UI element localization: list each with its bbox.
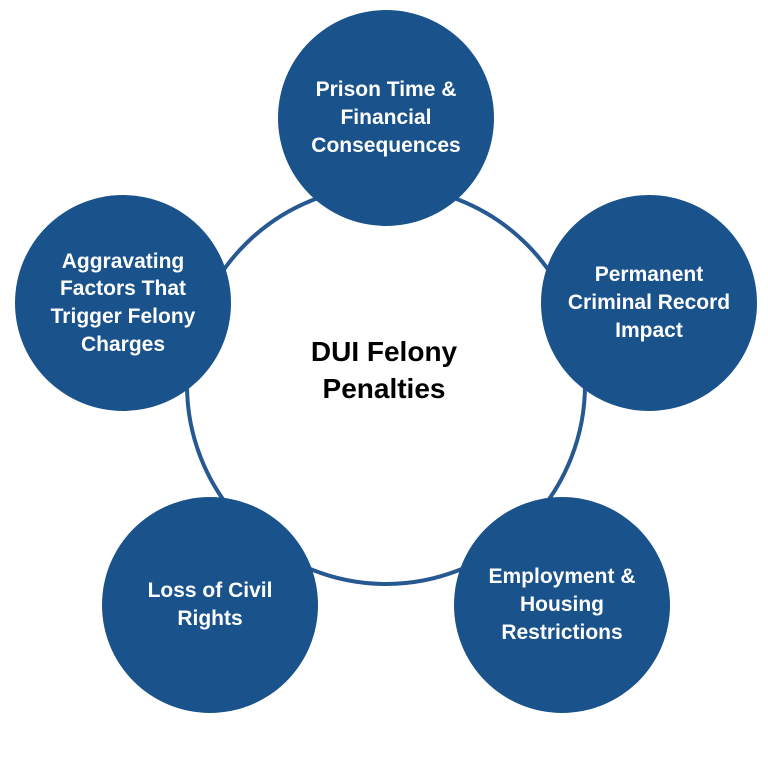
node-prison-time: Prison Time & Financial Consequences	[278, 10, 494, 226]
node-prison-time-label: Prison Time & Financial Consequences	[311, 78, 461, 157]
node-criminal-record-label: Permanent Criminal Record Impact	[567, 263, 731, 342]
diagram-title: DUI Felony Penalties	[310, 336, 458, 404]
node-aggravating-factors: Aggravating Factors That Trigger Felony …	[15, 195, 231, 411]
node-employment-housing-label: Employment & Housing Restrictions	[488, 565, 636, 644]
node-criminal-record: Permanent Criminal Record Impact	[541, 195, 757, 411]
node-civil-rights: Loss of Civil Rights	[102, 497, 318, 713]
node-civil-rights-label: Loss of Civil Rights	[147, 579, 273, 630]
node-employment-housing: Employment & Housing Restrictions	[454, 497, 670, 713]
node-aggravating-factors-label: Aggravating Factors That Trigger Felony …	[50, 249, 196, 356]
